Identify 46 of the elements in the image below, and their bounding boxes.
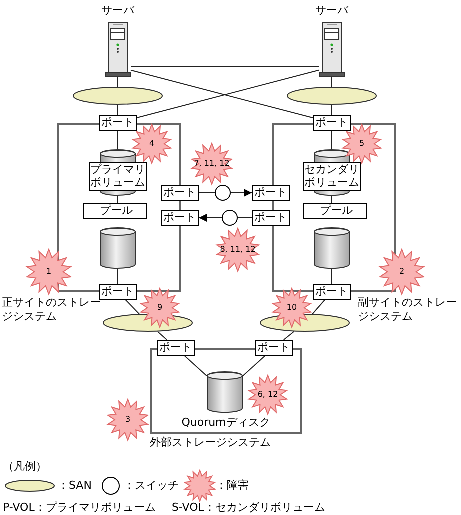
connection-line [283,331,295,340]
failure-number: 9 [156,303,164,313]
storage-system-label: 外部ストレージシステム [150,436,272,450]
failure-number: 1 [45,267,53,277]
disk-label: Quorumディスク [180,416,272,430]
legend-label: ：障害 [216,479,249,493]
port-box: ポート [157,340,195,356]
connection-line [242,356,266,377]
port-box: ポート [99,115,137,131]
port-box: ポート [252,210,290,226]
failure-number: 6, 12 [256,390,280,400]
abbreviation-note: S-VOL：セカンダリボリューム [172,501,326,515]
legend-label: ：SAN [58,479,92,493]
port-box: ポート [99,284,137,300]
port-box: ポート [161,210,199,226]
storage-system-label: 正サイトのストレージシステム [2,296,102,324]
pool-box: プール [83,203,147,219]
failure-number: 2 [398,267,406,277]
port-box: ポート [252,185,290,201]
port-box: ポート [313,284,351,300]
connection-line [130,66,320,68]
port-box: ポート [255,340,293,356]
port-box: ポート [313,115,351,131]
connection-line [312,300,326,315]
failure-number: 8, 11, 12 [219,245,257,255]
failure-number: 3 [124,415,132,425]
storage-system-label: 副サイトのストレージシステム [358,296,458,324]
failure-number: 5 [358,139,366,149]
arrow [230,189,252,197]
legend-title: （凡例） [3,460,47,474]
port-box: ポート [161,185,199,201]
failure-number: 10 [286,303,298,313]
connection-line [125,300,140,315]
failure-number: 7, 11, 12 [193,159,231,169]
connection-line [184,356,208,377]
volume-label: プライマリボリューム [89,162,147,191]
connection-line [198,192,216,194]
arrow [198,214,222,222]
connection-line [157,331,168,340]
server-label: サーバ [314,4,350,18]
volume-label: セカンダリボリューム [303,162,361,191]
server-label: サーバ [100,4,136,18]
legend-label: ：スイッチ [124,479,179,493]
pool-box: プール [303,203,367,219]
abbreviation-note: P-VOL：プライマリボリューム [3,501,156,515]
failure-number: 4 [148,139,156,149]
